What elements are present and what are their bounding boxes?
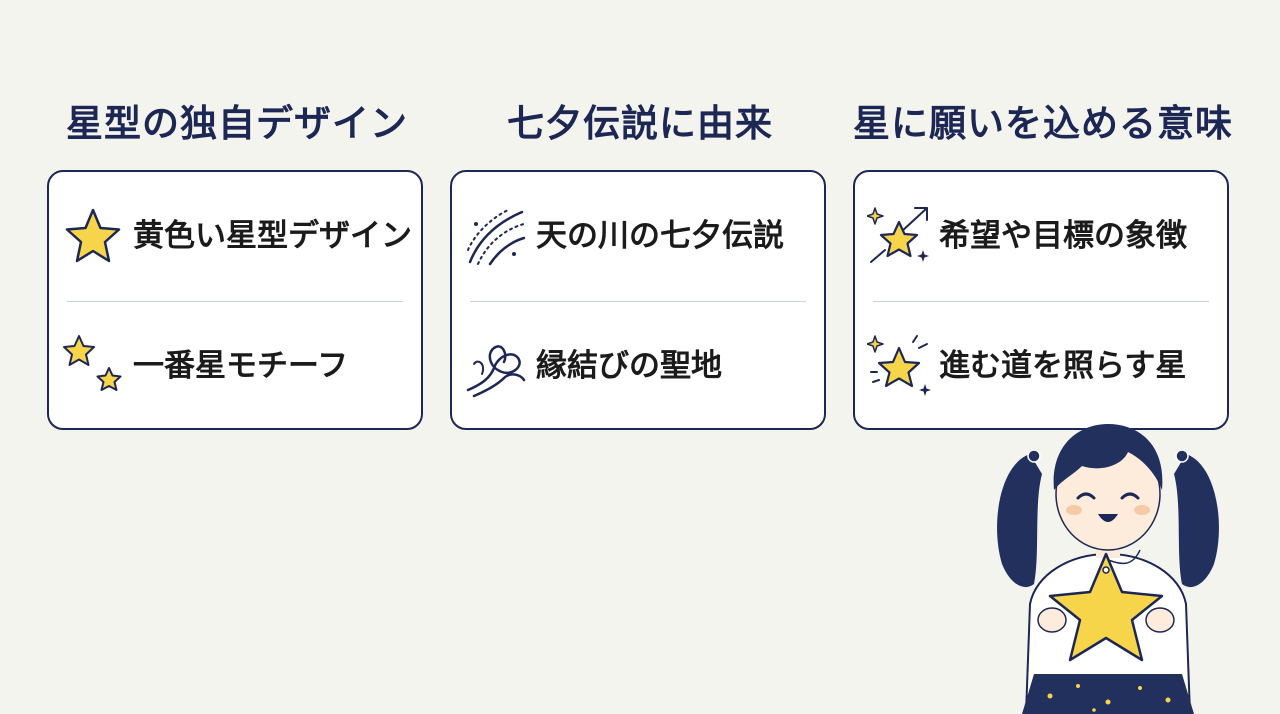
item-label: 進む道を照らす星 (939, 348, 1187, 384)
item-label: 黄色い星型デザイン (133, 218, 412, 254)
feature-card: 黄色い星型デザイン 一番星モチーフ (47, 170, 423, 430)
divider (67, 301, 403, 302)
feature-card: 天の川の七夕伝説 縁結びの聖地 (450, 170, 826, 430)
rising-star-icon (867, 207, 929, 263)
column-title: 星に願いを込める意味 (853, 102, 1233, 145)
list-item: 進む道を照らす星 (855, 302, 1227, 430)
list-item: 希望や目標の象徴 (855, 172, 1227, 300)
shining-star-icon (867, 335, 931, 396)
star-icon (65, 208, 121, 263)
girl-holding-star-illustration (997, 424, 1219, 714)
list-item: 天の川の七夕伝説 (452, 172, 824, 300)
column-title: 七夕伝説に由来 (507, 102, 773, 145)
list-item: 縁結びの聖地 (452, 302, 824, 430)
knot-icon (466, 345, 526, 398)
divider (470, 301, 806, 302)
item-label: 一番星モチーフ (133, 348, 349, 384)
item-label: 希望や目標の象徴 (939, 218, 1187, 254)
column-tanabata-legend: 七夕伝説に由来 天の川の七夕伝説 縁結びの聖地 (450, 96, 830, 430)
column-star-design: 星型の独自デザイン 黄色い星型デザイン 一番星モチーフ (47, 96, 427, 430)
item-label: 縁結びの聖地 (536, 348, 722, 384)
column-wish-meaning: 星に願いを込める意味 希望や目標の象徴 (853, 96, 1233, 430)
list-item: 一番星モチーフ (49, 302, 421, 430)
list-item: 黄色い星型デザイン (49, 172, 421, 300)
feature-card: 希望や目標の象徴 進む道を照らす星 (853, 170, 1229, 430)
divider (873, 301, 1209, 302)
milky-way-icon (467, 209, 526, 266)
column-title: 星型の独自デザイン (66, 102, 408, 145)
twin-stars-icon (63, 335, 122, 391)
item-label: 天の川の七夕伝説 (536, 218, 784, 254)
